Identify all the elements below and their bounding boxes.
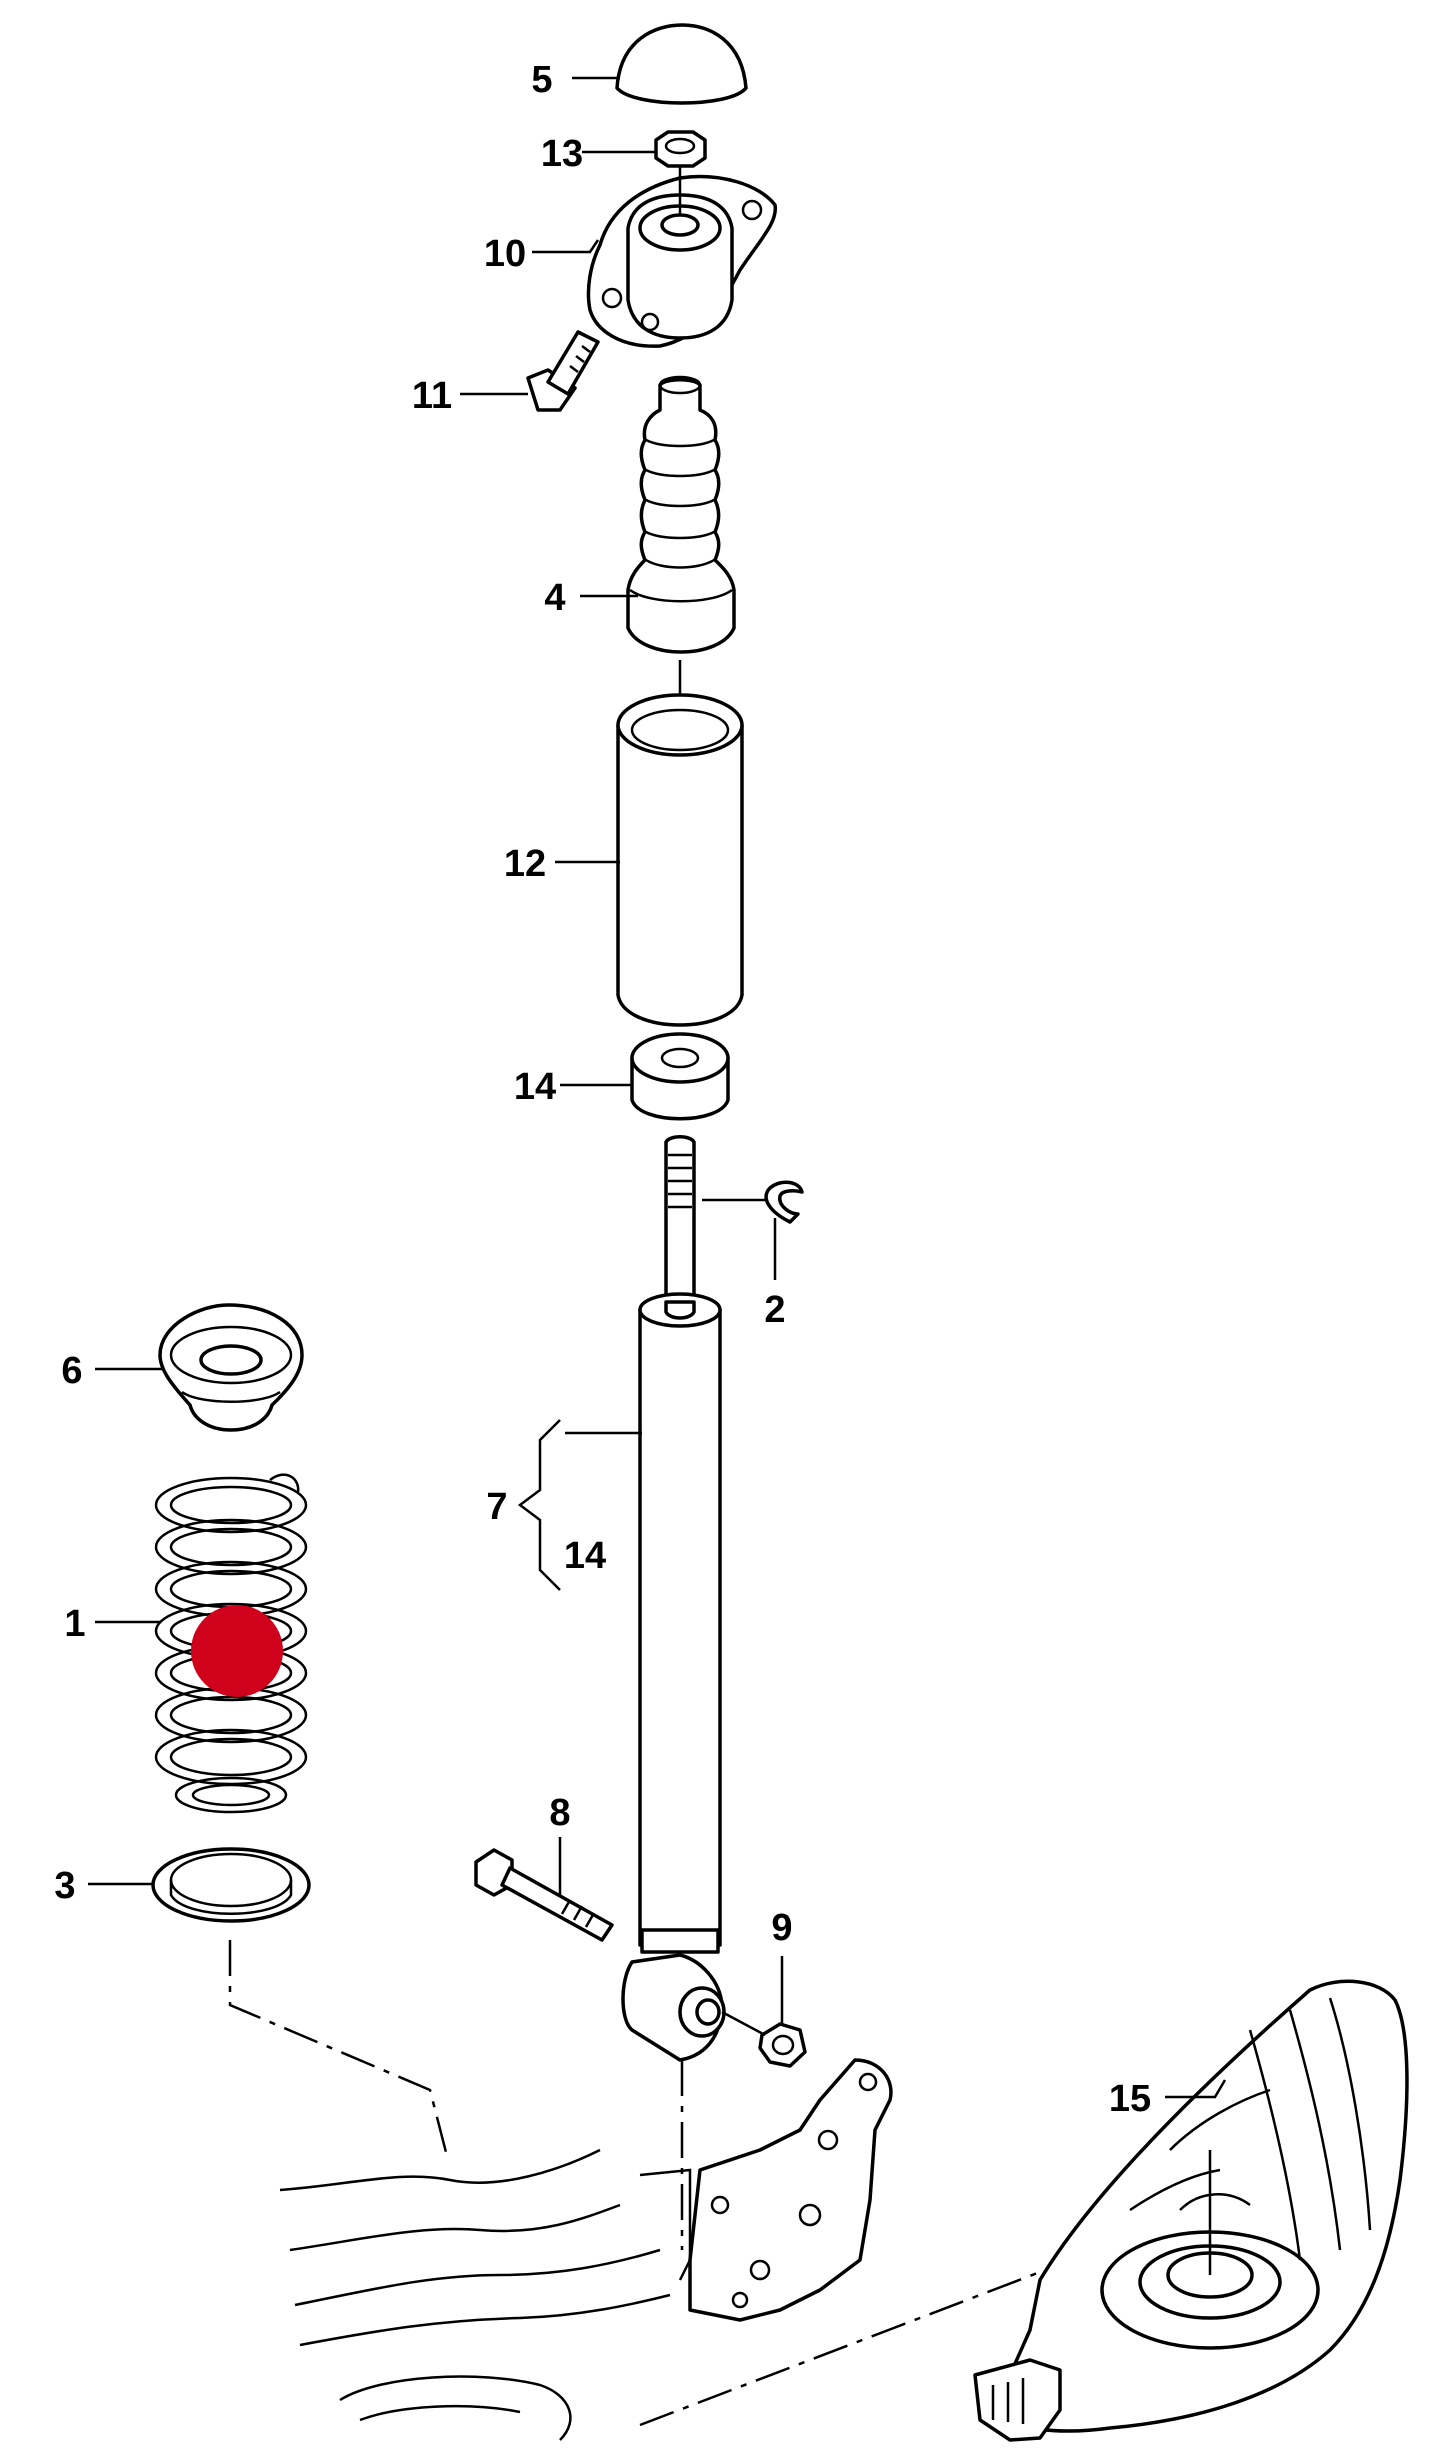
label-3: 3 xyxy=(54,1865,75,1907)
part-5-cap[interactable] xyxy=(615,23,748,105)
rear-axle-beam xyxy=(279,2058,893,2441)
part-12-dust-tube[interactable] xyxy=(616,693,744,1027)
part-2-circlip[interactable] xyxy=(764,1180,804,1224)
label-4: 4 xyxy=(544,577,565,619)
label-15: 15 xyxy=(1109,2078,1151,2120)
part-3-spring-pad[interactable] xyxy=(151,1847,311,1923)
label-1: 1 xyxy=(64,1603,85,1645)
label-10: 10 xyxy=(484,233,526,275)
label-2: 2 xyxy=(764,1289,785,1331)
label-9: 9 xyxy=(771,1907,792,1949)
leader-10 xyxy=(532,239,600,254)
guide-spring-to-axle xyxy=(228,1940,450,2161)
bracket-7 xyxy=(517,1419,561,1591)
label-13: 13 xyxy=(541,133,583,175)
part-7-shock-absorber[interactable] xyxy=(621,1135,726,2062)
label-8: 8 xyxy=(549,1792,570,1834)
label-12: 12 xyxy=(504,843,546,885)
label-7: 7 xyxy=(486,1486,507,1528)
leader-15 xyxy=(1165,2079,1227,2099)
axis-9 xyxy=(721,2010,766,2037)
part-9-nut[interactable] xyxy=(758,2022,807,2068)
part-4-bump-stop[interactable] xyxy=(626,375,736,654)
part-6-spring-seat[interactable] xyxy=(158,1303,304,1432)
label-5: 5 xyxy=(531,59,552,101)
label-14: 14 xyxy=(514,1066,556,1108)
part-14-bushing[interactable] xyxy=(630,1032,730,1121)
label-6: 6 xyxy=(61,1350,82,1392)
highlight-marker[interactable] xyxy=(191,1605,283,1697)
label-7-sub-14: 14 xyxy=(564,1535,606,1577)
part-15-heat-shield[interactable] xyxy=(973,1979,1409,2442)
part-8-bolt[interactable] xyxy=(474,1848,614,1942)
label-11: 11 xyxy=(412,375,452,417)
part-10-top-mount[interactable] xyxy=(586,174,777,348)
part-13-nut[interactable] xyxy=(654,130,707,168)
part-11-bolt[interactable] xyxy=(526,330,600,412)
